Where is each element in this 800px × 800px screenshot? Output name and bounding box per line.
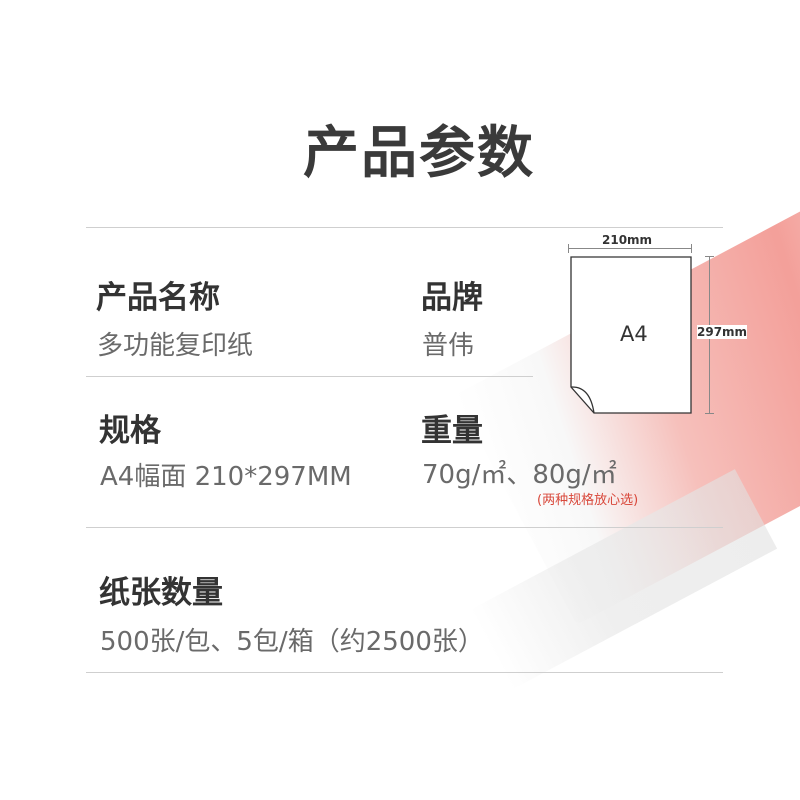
quantity-label: 纸张数量 — [99, 575, 223, 611]
weight-value: 70g/㎡、80g/㎡ — [422, 460, 617, 490]
width-dimension-line — [568, 244, 692, 253]
height-dimension-label: 297mm — [697, 325, 748, 339]
width-dimension-label: 210mm — [602, 233, 653, 247]
divider-middle — [86, 376, 533, 377]
spec-value: A4幅面 210*297MM — [100, 462, 352, 492]
weight-label: 重量 — [421, 413, 483, 449]
spec-label: 规格 — [99, 413, 161, 449]
divider-top — [86, 227, 723, 228]
a4-sheet-label: A4 — [620, 322, 648, 346]
product-name-label: 产品名称 — [96, 280, 220, 316]
ream-brand-text: 普伟 — [661, 605, 727, 662]
page-title: 产品参数 — [303, 121, 535, 186]
product-name-value: 多功能复印纸 — [97, 331, 254, 361]
a4-sheet-icon — [570, 256, 692, 414]
brand-value: 普伟 — [422, 331, 475, 361]
weight-note: (两种规格放心选) — [537, 493, 639, 508]
divider-bottom — [86, 672, 723, 673]
quantity-value: 500张/包、5包/箱（约2500张） — [100, 627, 484, 657]
brand-label: 品牌 — [421, 280, 483, 316]
divider-lower — [86, 527, 723, 528]
